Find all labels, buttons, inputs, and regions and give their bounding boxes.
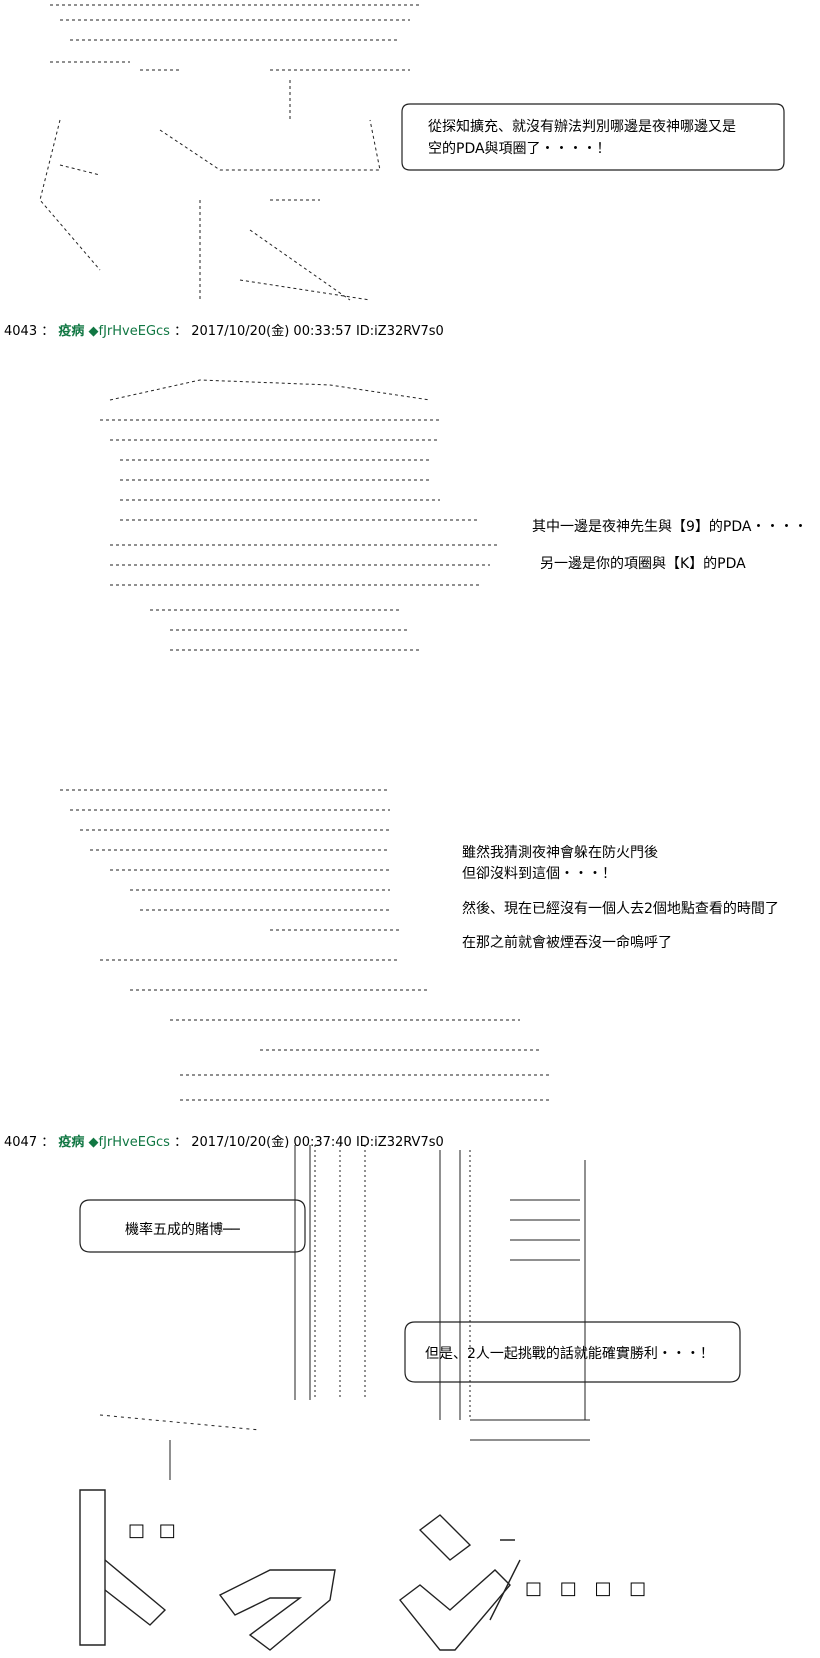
panel1-bubble-line2: 空的PDA與項圈了・・・・！ — [428, 141, 611, 157]
poster-trip: ◆fJrHveEGcs — [88, 1135, 170, 1150]
panel1-bubble-line1: 從探知擴充、就沒有辦法判別哪邊是夜神哪邊又是 — [428, 119, 736, 135]
panel4-right-bubble-frame — [404, 1321, 741, 1383]
poster-name: 疫病 — [58, 324, 85, 339]
poster-name: 疫病 — [58, 1135, 85, 1150]
panel2-line1: 其中一邊是夜神先生與【9】的PDA・・・・ — [532, 519, 808, 535]
post-datetime: 2017/10/20(金) 00:37:40 — [191, 1135, 352, 1150]
panel3-line3: 然後、現在已經沒有一個人去2個地點查看的時間了 — [462, 901, 779, 917]
sfx-squares-2: □ □ □ □ — [525, 1578, 653, 1599]
panel4-left-bubble-frame — [79, 1199, 306, 1253]
panel4-scene — [99, 1145, 590, 1480]
post-id: ID:iZ32RV7s0 — [355, 1135, 444, 1150]
panel4-right-bubble-text: 但是、2人一起挑戰的話就能確實勝利・・・！ — [425, 1346, 714, 1362]
panel2-line2: 另一邊是你的項圈與【K】的PDA — [540, 556, 746, 572]
post-datetime: 2017/10/20(金) 00:33:57 — [191, 324, 352, 339]
panel3-line4: 在那之前就會被煙吞沒一命嗚呼了 — [462, 935, 672, 951]
panel1-figure — [39, 4, 420, 301]
panel3-figure — [60, 789, 550, 1101]
post-number: 4043 — [4, 324, 38, 339]
panel3-line1: 雖然我猜測夜神會躲在防火門後 — [462, 845, 658, 861]
post-number: 4047 — [4, 1135, 38, 1150]
sfx-squares-1: □ □ — [128, 1520, 180, 1541]
poster-trip: ◆fJrHveEGcs — [88, 324, 170, 339]
panel4-left-bubble-text: 機率五成的賭博── — [125, 1222, 240, 1238]
panel3-line2: 但卻沒料到這個・・・！ — [462, 866, 616, 882]
sfx-katakana-outline — [79, 1489, 521, 1651]
post-header: 4043 ： 疫病 ◆fJrHveEGcs ： 2017/10/20(金) 00… — [4, 324, 444, 339]
panel1-speech-bubble-frame — [401, 103, 785, 171]
post-header: 4047 ： 疫病 ◆fJrHveEGcs ： 2017/10/20(金) 00… — [4, 1135, 444, 1150]
panel2-figure — [100, 379, 500, 651]
post-id: ID:iZ32RV7s0 — [355, 324, 444, 339]
